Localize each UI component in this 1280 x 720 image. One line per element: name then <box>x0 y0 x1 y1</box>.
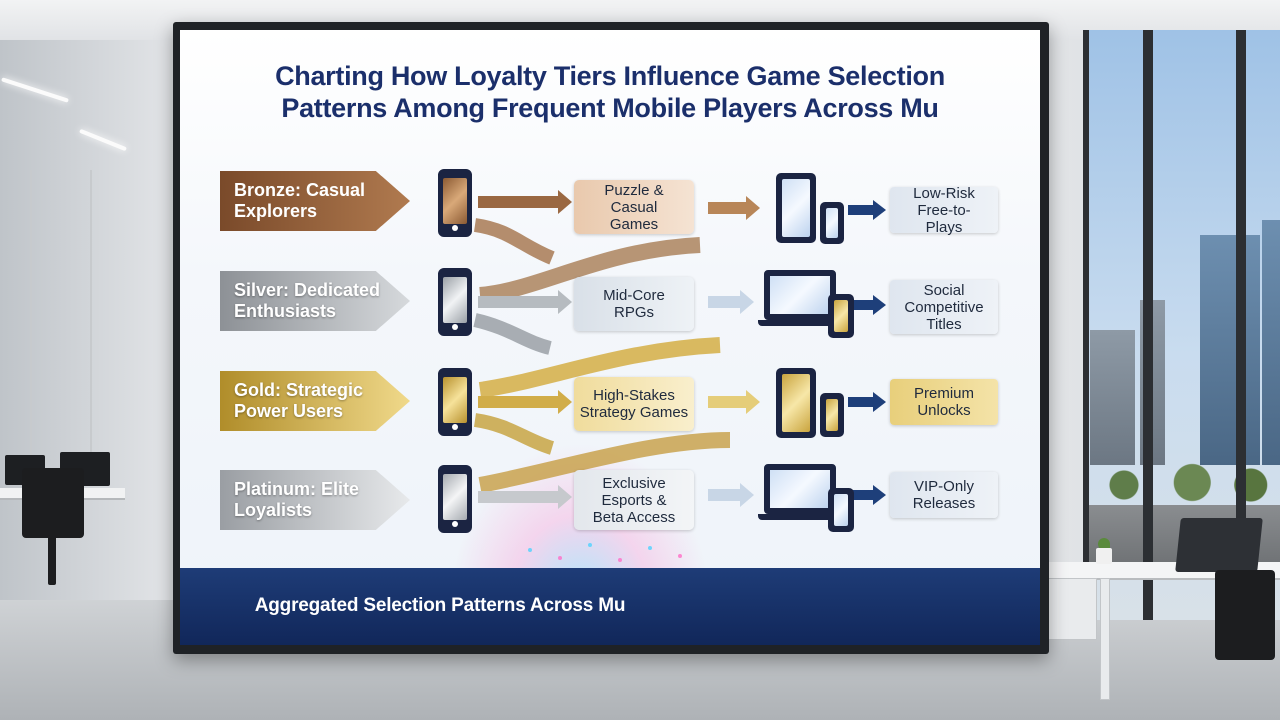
plant <box>1098 538 1110 550</box>
category-gold-label: High-Stakes Strategy Games <box>579 387 689 421</box>
flow-ribbon-silver-up <box>479 237 701 303</box>
window-mullion <box>1143 30 1153 620</box>
outcome-silver: Social Competitive Titles <box>890 280 998 334</box>
flow-ribbon-silver-down <box>473 313 552 355</box>
tablet-icon <box>776 368 816 438</box>
tier-gold: Gold: Strategic Power Users <box>220 371 410 431</box>
trees <box>1085 455 1280 505</box>
category-silver-label: Mid-Core RPGs <box>603 287 665 321</box>
phone-icon <box>438 368 472 436</box>
tier-platinum-label: Platinum: Elite Loyalists <box>234 479 360 520</box>
phone-icon <box>438 465 472 533</box>
category-bronze-label: Puzzle & Casual Games <box>604 181 664 233</box>
category-silver: Mid-Core RPGs <box>574 277 694 331</box>
window-mullion <box>1236 30 1246 620</box>
outcome-bronze-label: Low-Risk Free-to-Plays <box>913 184 975 236</box>
category-bronze: Puzzle & Casual Games <box>574 180 694 234</box>
tier-silver-label: Silver: Dedicated Enthusiasts <box>234 280 381 321</box>
category-platinum: Exclusive Esports & Beta Access <box>574 470 694 530</box>
building <box>1200 235 1260 465</box>
desk-leg <box>1100 578 1110 700</box>
tablet-icon <box>776 173 816 243</box>
tier-bronze: Bronze: Casual Explorers <box>220 171 410 231</box>
office-chair <box>1215 570 1275 660</box>
outcome-platinum: VIP-Only Releases <box>890 472 998 518</box>
laptop <box>1175 518 1263 572</box>
office-chair <box>22 468 84 538</box>
category-gold: High-Stakes Strategy Games <box>574 377 694 431</box>
footer-band <box>180 568 1040 645</box>
category-platinum-label: Exclusive Esports & Beta Access <box>592 474 676 526</box>
building <box>1262 220 1280 465</box>
chair-stem <box>48 535 56 585</box>
footer-caption: Aggregated Selection Patterns Across Mu <box>254 595 626 616</box>
flow-ribbon-platinum-up <box>478 432 731 493</box>
tier-platinum: Platinum: Elite Loyalists <box>220 470 410 530</box>
outcome-gold-label: Premium Unlocks <box>913 385 974 419</box>
flow-ribbon-bronze-down <box>473 218 555 265</box>
wall-panel-seam <box>90 170 92 470</box>
phone-icon <box>820 393 844 437</box>
flow-ribbon-gold-down <box>473 413 555 455</box>
outcome-silver-label: Social Competitive Titles <box>904 281 984 333</box>
display-screen: Charting How Loyalty Tiers Influence Gam… <box>180 30 1040 645</box>
flow-arrows <box>473 190 886 582</box>
window-frame <box>1083 30 1089 620</box>
outcome-platinum-label: VIP-Only Releases <box>912 478 976 512</box>
phone-icon <box>438 268 472 336</box>
title-line-1: Charting How Loyalty Tiers Influence Gam… <box>275 61 945 91</box>
phone-icon <box>828 294 854 338</box>
flow-ribbon-gold-up <box>478 337 721 398</box>
outcome-bronze: Low-Risk Free-to-Plays <box>890 184 998 236</box>
outcome-gold: Premium Unlocks <box>890 379 998 425</box>
title-line-2: Patterns Among Frequent Mobile Players A… <box>281 93 939 123</box>
phone-icon <box>828 488 854 532</box>
diagram-title: Charting How Loyalty Tiers Influence Gam… <box>180 60 1040 124</box>
tier-bronze-label: Bronze: Casual Explorers <box>234 180 366 221</box>
wall-panel-seam <box>30 170 32 470</box>
tier-silver: Silver: Dedicated Enthusiasts <box>220 271 410 331</box>
phone-icon <box>438 169 472 237</box>
building <box>1090 330 1135 465</box>
phone-icon <box>820 202 844 244</box>
plant-pot <box>1096 548 1112 564</box>
tier-gold-label: Gold: Strategic Power Users <box>234 380 364 421</box>
